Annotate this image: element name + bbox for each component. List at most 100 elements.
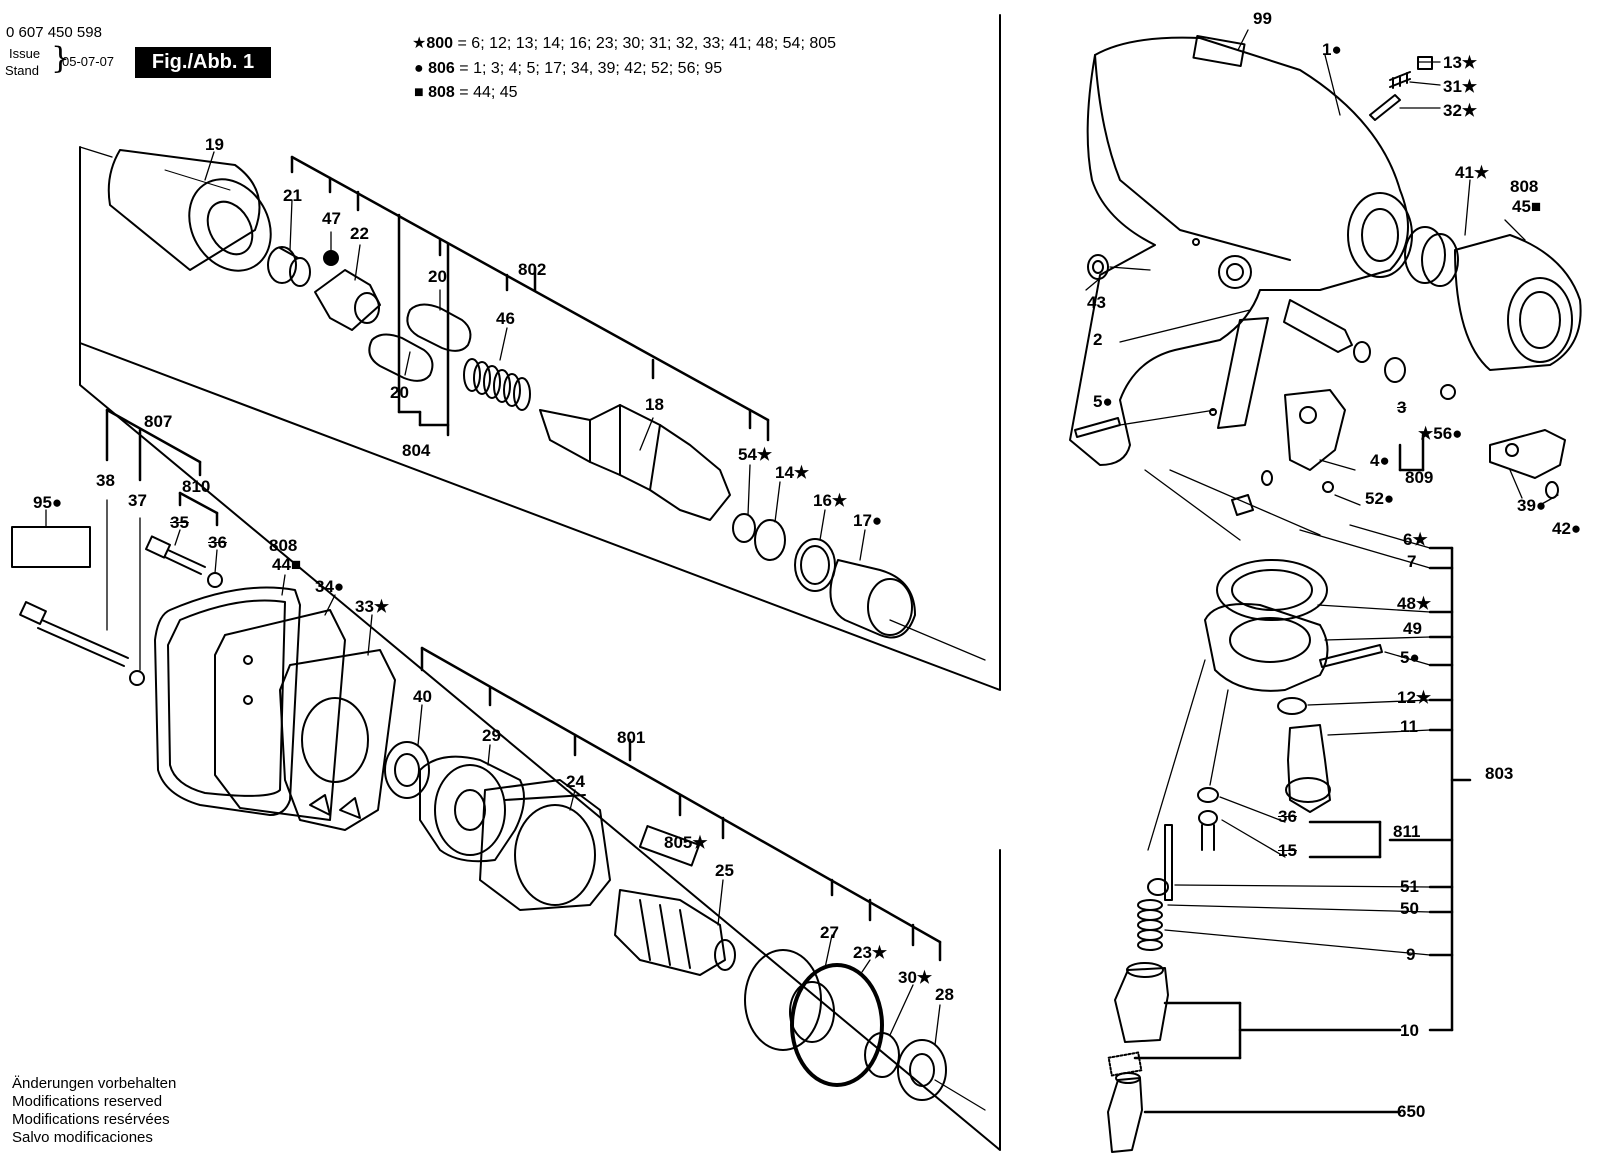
part-32-pin-icon (1369, 94, 1401, 121)
label-35: 35 (170, 513, 189, 532)
figure-label: Fig./Abb. 1 (135, 47, 271, 78)
bracket-803 (1388, 546, 1472, 1032)
part-34-housing-icon (214, 609, 346, 821)
part-25-rotor-icon (614, 889, 736, 976)
label-20-upper: 20 (428, 267, 447, 286)
label-23: 23★ (853, 943, 888, 962)
part-28-bearing-icon (897, 1039, 947, 1101)
legend-row-800: ★800 = 6; 12; 13; 14; 16; 23; 30; 31; 32… (412, 35, 837, 52)
label-32: 32★ (1443, 101, 1478, 120)
part-11-regulator-icon (1285, 724, 1331, 813)
part-3-valve-icon (1283, 299, 1456, 400)
label-34: 34● (315, 577, 345, 596)
part-49-valve-body-icon (1204, 603, 1329, 692)
label-49: 49 (1403, 619, 1422, 638)
part-24-cylinder-icon (479, 779, 611, 911)
label-2: 2 (1093, 330, 1103, 349)
label-95: 95● (33, 493, 63, 512)
label-6: 6★ (1403, 530, 1428, 549)
label-21: 21 (283, 186, 302, 205)
label-46: 46 (496, 309, 515, 328)
label-27: 27 (820, 923, 839, 942)
label-17: 17● (853, 511, 883, 530)
label-52: 52● (1365, 489, 1395, 508)
footer-line-fr: Modifications resérvées (12, 1111, 170, 1128)
label-811: 811 (1393, 822, 1421, 841)
bracket-801 (420, 646, 942, 962)
part-22-hammer-icon (314, 269, 381, 331)
part-95-plate-icon (11, 526, 91, 568)
part-20-pin-icon (368, 303, 472, 382)
part-52-screw-icon (1261, 470, 1273, 486)
part-13-plug-icon (1417, 56, 1433, 70)
label-805: 805★ (664, 833, 708, 852)
part-5-pin-icon (1074, 417, 1121, 438)
bracket-10 (1133, 1001, 1402, 1060)
label-28: 28 (935, 985, 954, 1004)
part-47-ball-icon (323, 250, 339, 266)
part-39-bracket-icon (1489, 429, 1566, 479)
label-11: 11 (1400, 717, 1418, 736)
bracket-802 (290, 155, 770, 442)
part-54-oring-icon (732, 513, 756, 543)
label-12: 12★ (1397, 688, 1432, 707)
bracket-807 (105, 408, 202, 482)
part-17-sleeve-icon (829, 559, 916, 639)
label-48: 48★ (1397, 594, 1432, 613)
label-31: 31★ (1443, 77, 1478, 96)
label-29: 29 (482, 726, 501, 745)
part-12-oring-icon (1277, 697, 1307, 715)
issue-date: 05-07-07 (62, 54, 115, 69)
part-9-spring-icon (1137, 899, 1163, 951)
part-14-ring-icon (754, 519, 786, 561)
part-805-blade-icon (638, 825, 701, 867)
part-36b-washer-icon (1197, 787, 1219, 803)
label-803: 803 (1485, 764, 1514, 783)
label-40: 40 (413, 687, 432, 706)
label-33: 33★ (355, 597, 390, 616)
part-27-endplate-icon (744, 949, 835, 1051)
bracket-810 (178, 491, 219, 527)
part-15-screw-icon (1198, 810, 1218, 851)
label-808-left: 808 (269, 536, 298, 555)
part-31-spring-icon (1389, 71, 1411, 89)
label-24: 24 (566, 772, 585, 791)
label-804: 804 (402, 441, 431, 460)
footer-line-en: Modifications reserved (12, 1093, 163, 1110)
label-41: 41★ (1455, 163, 1490, 182)
label-38: 38 (96, 471, 115, 490)
dot-icon: ● (414, 60, 424, 77)
footer-line-de: Änderungen vorbehalten (12, 1075, 177, 1092)
part-44-gasket-icon (154, 586, 301, 816)
part-6-pin-icon (1231, 494, 1254, 516)
part-18-shaft-icon (539, 404, 731, 521)
label-45: 45■ (1512, 197, 1542, 216)
part-19-socket-icon (107, 149, 272, 272)
label-22: 22 (350, 224, 369, 243)
label-50: 50 (1400, 899, 1419, 918)
part-37-washer-icon (129, 670, 145, 686)
part-30-ring-icon (864, 1032, 900, 1078)
label-10: 10 (1400, 1021, 1419, 1040)
part-23-oring-icon (790, 963, 884, 1087)
label-1: 1● (1322, 40, 1342, 59)
label-809: 809 (1405, 468, 1434, 487)
part-51-pin-icon (1164, 824, 1173, 901)
label-99: 99 (1253, 9, 1272, 28)
part-46-spring-icon (463, 358, 531, 411)
label-801: 801 (617, 728, 646, 747)
label-47: 47 (322, 209, 341, 228)
label-5-upper: 5● (1093, 392, 1113, 411)
part-21-ring-icon (267, 246, 311, 287)
part-45-boot-icon (1454, 234, 1582, 371)
brace-icon: } (51, 41, 71, 76)
part-33-plate-icon (279, 649, 396, 831)
label-25: 25 (715, 861, 734, 880)
label-51: 51 (1400, 877, 1419, 896)
part-650-nipple-icon (1107, 1072, 1143, 1153)
square-icon: ■ (414, 84, 424, 101)
bracket-804 (397, 213, 450, 437)
stand-label: Stand (5, 63, 39, 78)
